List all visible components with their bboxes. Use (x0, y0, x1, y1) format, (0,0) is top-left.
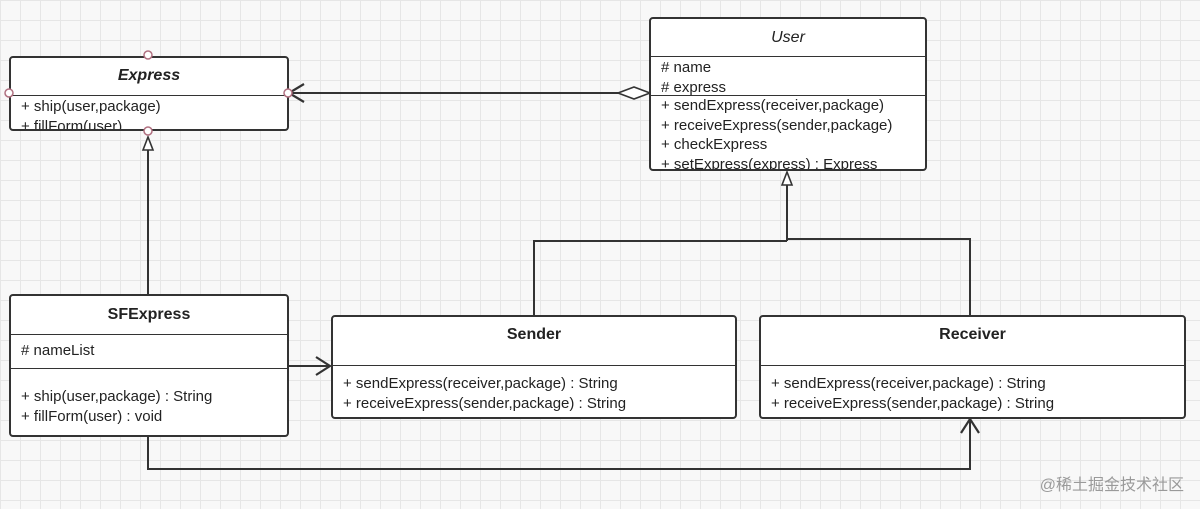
class-name-sfexpress: SFExpress (107, 306, 191, 323)
method-row: + checkExpress (661, 136, 768, 153)
attribute-row: # nameList (21, 342, 95, 359)
class-divider (11, 334, 287, 335)
method-row: + ship(user,package) : String (21, 388, 213, 405)
class-sender[interactable]: Sender + sendExpress(receiver,package) :… (331, 315, 737, 419)
class-user[interactable]: User # name # express + sendExpress(rece… (649, 17, 927, 171)
generalization-line-sender-user (533, 240, 787, 315)
generalization-arrowhead-user (780, 169, 794, 186)
class-divider (651, 56, 925, 57)
class-name-express: Express (117, 67, 181, 84)
method-row: + receiveExpress(sender,package) : Strin… (771, 394, 1055, 412)
class-divider (333, 365, 735, 366)
association-line-sfexpress-receiver (147, 419, 971, 470)
class-name-user: User (771, 29, 805, 46)
method-row: + ship(user,package) (21, 98, 161, 115)
attribute-row: # express (661, 78, 727, 96)
class-divider (11, 95, 287, 96)
association-arrowhead-sender (315, 356, 333, 376)
method-row: + setExpress(express) : Express (661, 155, 878, 171)
method-row: + sendExpress(receiver,package) : String (771, 375, 1046, 392)
class-express[interactable]: Express + ship(user,package) + fillForm(… (9, 56, 289, 131)
class-divider (11, 368, 287, 369)
association-arrowhead-receiver (960, 416, 980, 434)
method-row: + fillForm(user) : void (21, 407, 163, 425)
class-name-receiver: Receiver (939, 326, 1006, 343)
class-receiver[interactable]: Receiver + sendExpress(receiver,package)… (759, 315, 1186, 419)
generalization-line-receiver-user (787, 238, 971, 315)
method-row: + receiveExpress(sender,package) (661, 116, 893, 134)
method-row: + receiveExpress(sender,package) : Strin… (343, 394, 627, 412)
method-row: + sendExpress(receiver,package) (661, 97, 885, 114)
method-row: + fillForm(user) (21, 117, 123, 131)
method-row: + sendExpress(receiver,package) : String (343, 375, 618, 392)
class-divider (651, 95, 925, 96)
class-name-sender: Sender (506, 326, 562, 343)
watermark: @稀土掘金技术社区 (1039, 477, 1184, 494)
generalization-arrowhead-express (141, 134, 155, 151)
attribute-row: # name (661, 59, 712, 76)
class-sfexpress[interactable]: SFExpress # nameList + ship(user,package… (9, 294, 289, 437)
class-divider (761, 365, 1184, 366)
aggregation-diamond (615, 86, 653, 100)
